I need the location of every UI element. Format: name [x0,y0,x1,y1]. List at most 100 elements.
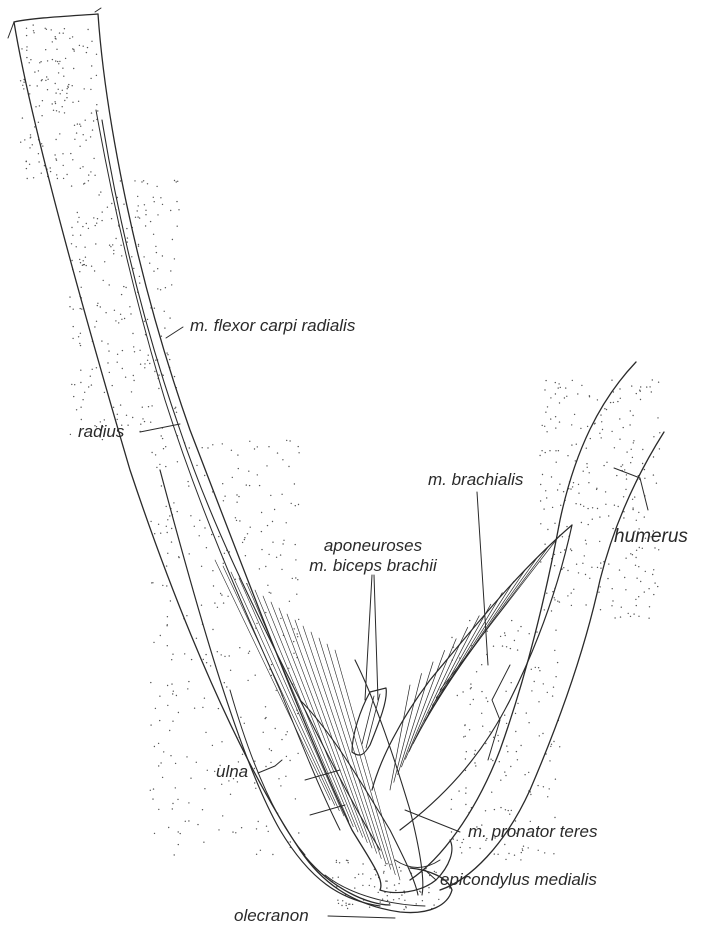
stipple-dot [212,570,213,571]
stipple-dot [466,751,467,752]
stipple-dot [94,326,95,327]
stipple-dot [33,177,34,178]
stipple-dot [174,180,175,181]
stipple-dot [549,450,550,451]
stipple-dot [167,705,168,706]
stipple-dot [232,831,233,832]
stipple-dot [493,646,494,647]
stipple-dot [272,542,273,543]
stipple-dot [96,321,97,322]
stipple-dot [187,688,188,689]
stipple-dot [275,728,276,729]
stipple-dot [157,288,158,289]
stipple-dot [202,809,203,810]
stipple-dot [604,408,605,409]
stipple-dot [390,864,391,865]
stipple-dot [553,853,554,854]
stipple-dot [624,469,625,470]
stipple-dot [79,271,80,272]
stipple-dot [101,220,102,221]
stipple-dot [482,726,483,727]
stipple-dot [93,158,94,159]
stipple-dot [73,396,74,397]
stipple-dot [50,167,51,168]
stipple-dot [336,862,337,863]
stipple-dot [205,732,206,733]
stipple-dot [160,533,161,534]
stipple-dot [171,528,172,529]
stipple-dot [572,380,573,381]
stipple-dot [608,515,609,516]
stipple-dot [91,65,92,66]
stipple-dot [56,174,57,175]
stipple-dot [640,391,641,392]
stipple-dot [580,428,581,429]
stipple-dot [80,262,81,263]
stipple-dot [91,112,92,113]
hatch-line [327,644,395,875]
stipple-dot [531,669,532,670]
stipple-dot [82,399,83,400]
stipple-dot [126,228,127,229]
stipple-dot [651,391,652,392]
stipple-dot [152,582,153,583]
stipple-dot [517,649,518,650]
stipple-dot [404,900,405,901]
stipple-dot [69,296,70,297]
stipple-dot [80,345,81,346]
stipple-dot [587,508,588,509]
stipple-dot [92,129,93,130]
stipple-dot [269,748,270,749]
stipple-dot [635,599,636,600]
stipple-dot [90,78,91,79]
stipple-dot [79,124,80,125]
stipple-dot [175,407,176,408]
stipple-dot [517,759,518,760]
stipple-dot [587,467,588,468]
stipple-dot [576,564,577,565]
stipple-dot [505,809,506,810]
stipple-dot [83,134,84,135]
stipple-dot [591,567,592,568]
stipple-dot [202,707,203,708]
hatch-line [398,662,433,775]
label-flexor-carpi-radialis: m. flexor carpi radialis [190,316,355,336]
stipple-dot [288,466,289,467]
stipple-dot [86,52,87,53]
stipple-dot [504,771,505,772]
stipple-dot [167,616,168,617]
stipple-dot [578,493,579,494]
stipple-dot [528,772,529,773]
stipple-dot [583,471,584,472]
stipple-dot [158,809,159,810]
stipple-dot [528,722,529,723]
stipple-dot [161,336,162,337]
stipple-dot [132,417,133,418]
stipple-dot [435,872,436,873]
stipple-dot [428,892,429,893]
stipple-dot [460,847,461,848]
stipple-dot [612,600,613,601]
stipple-dot [222,443,223,444]
stipple-dot [601,437,602,438]
stipple-dot [97,305,98,306]
stipple-dot [84,264,85,265]
stipple-dot [499,761,500,762]
stipple-dot [632,415,633,416]
leader-aponeuroses-1 [365,575,372,700]
stipple-dot [67,88,68,89]
stipple-dot [602,429,603,430]
stipple-dot [58,89,59,90]
stipple-dot [63,165,64,166]
stipple-dot [144,367,145,368]
stipple-dot [187,481,188,482]
stipple-dot [244,537,245,538]
stipple-dot [298,452,299,453]
stipple-dot [270,592,271,593]
stipple-dot [511,810,512,811]
stipple-dot [162,255,163,256]
stipple-dot [180,833,181,834]
stipple-dot [82,226,83,227]
hatch-line [417,604,491,736]
stipple-dot [465,736,466,737]
